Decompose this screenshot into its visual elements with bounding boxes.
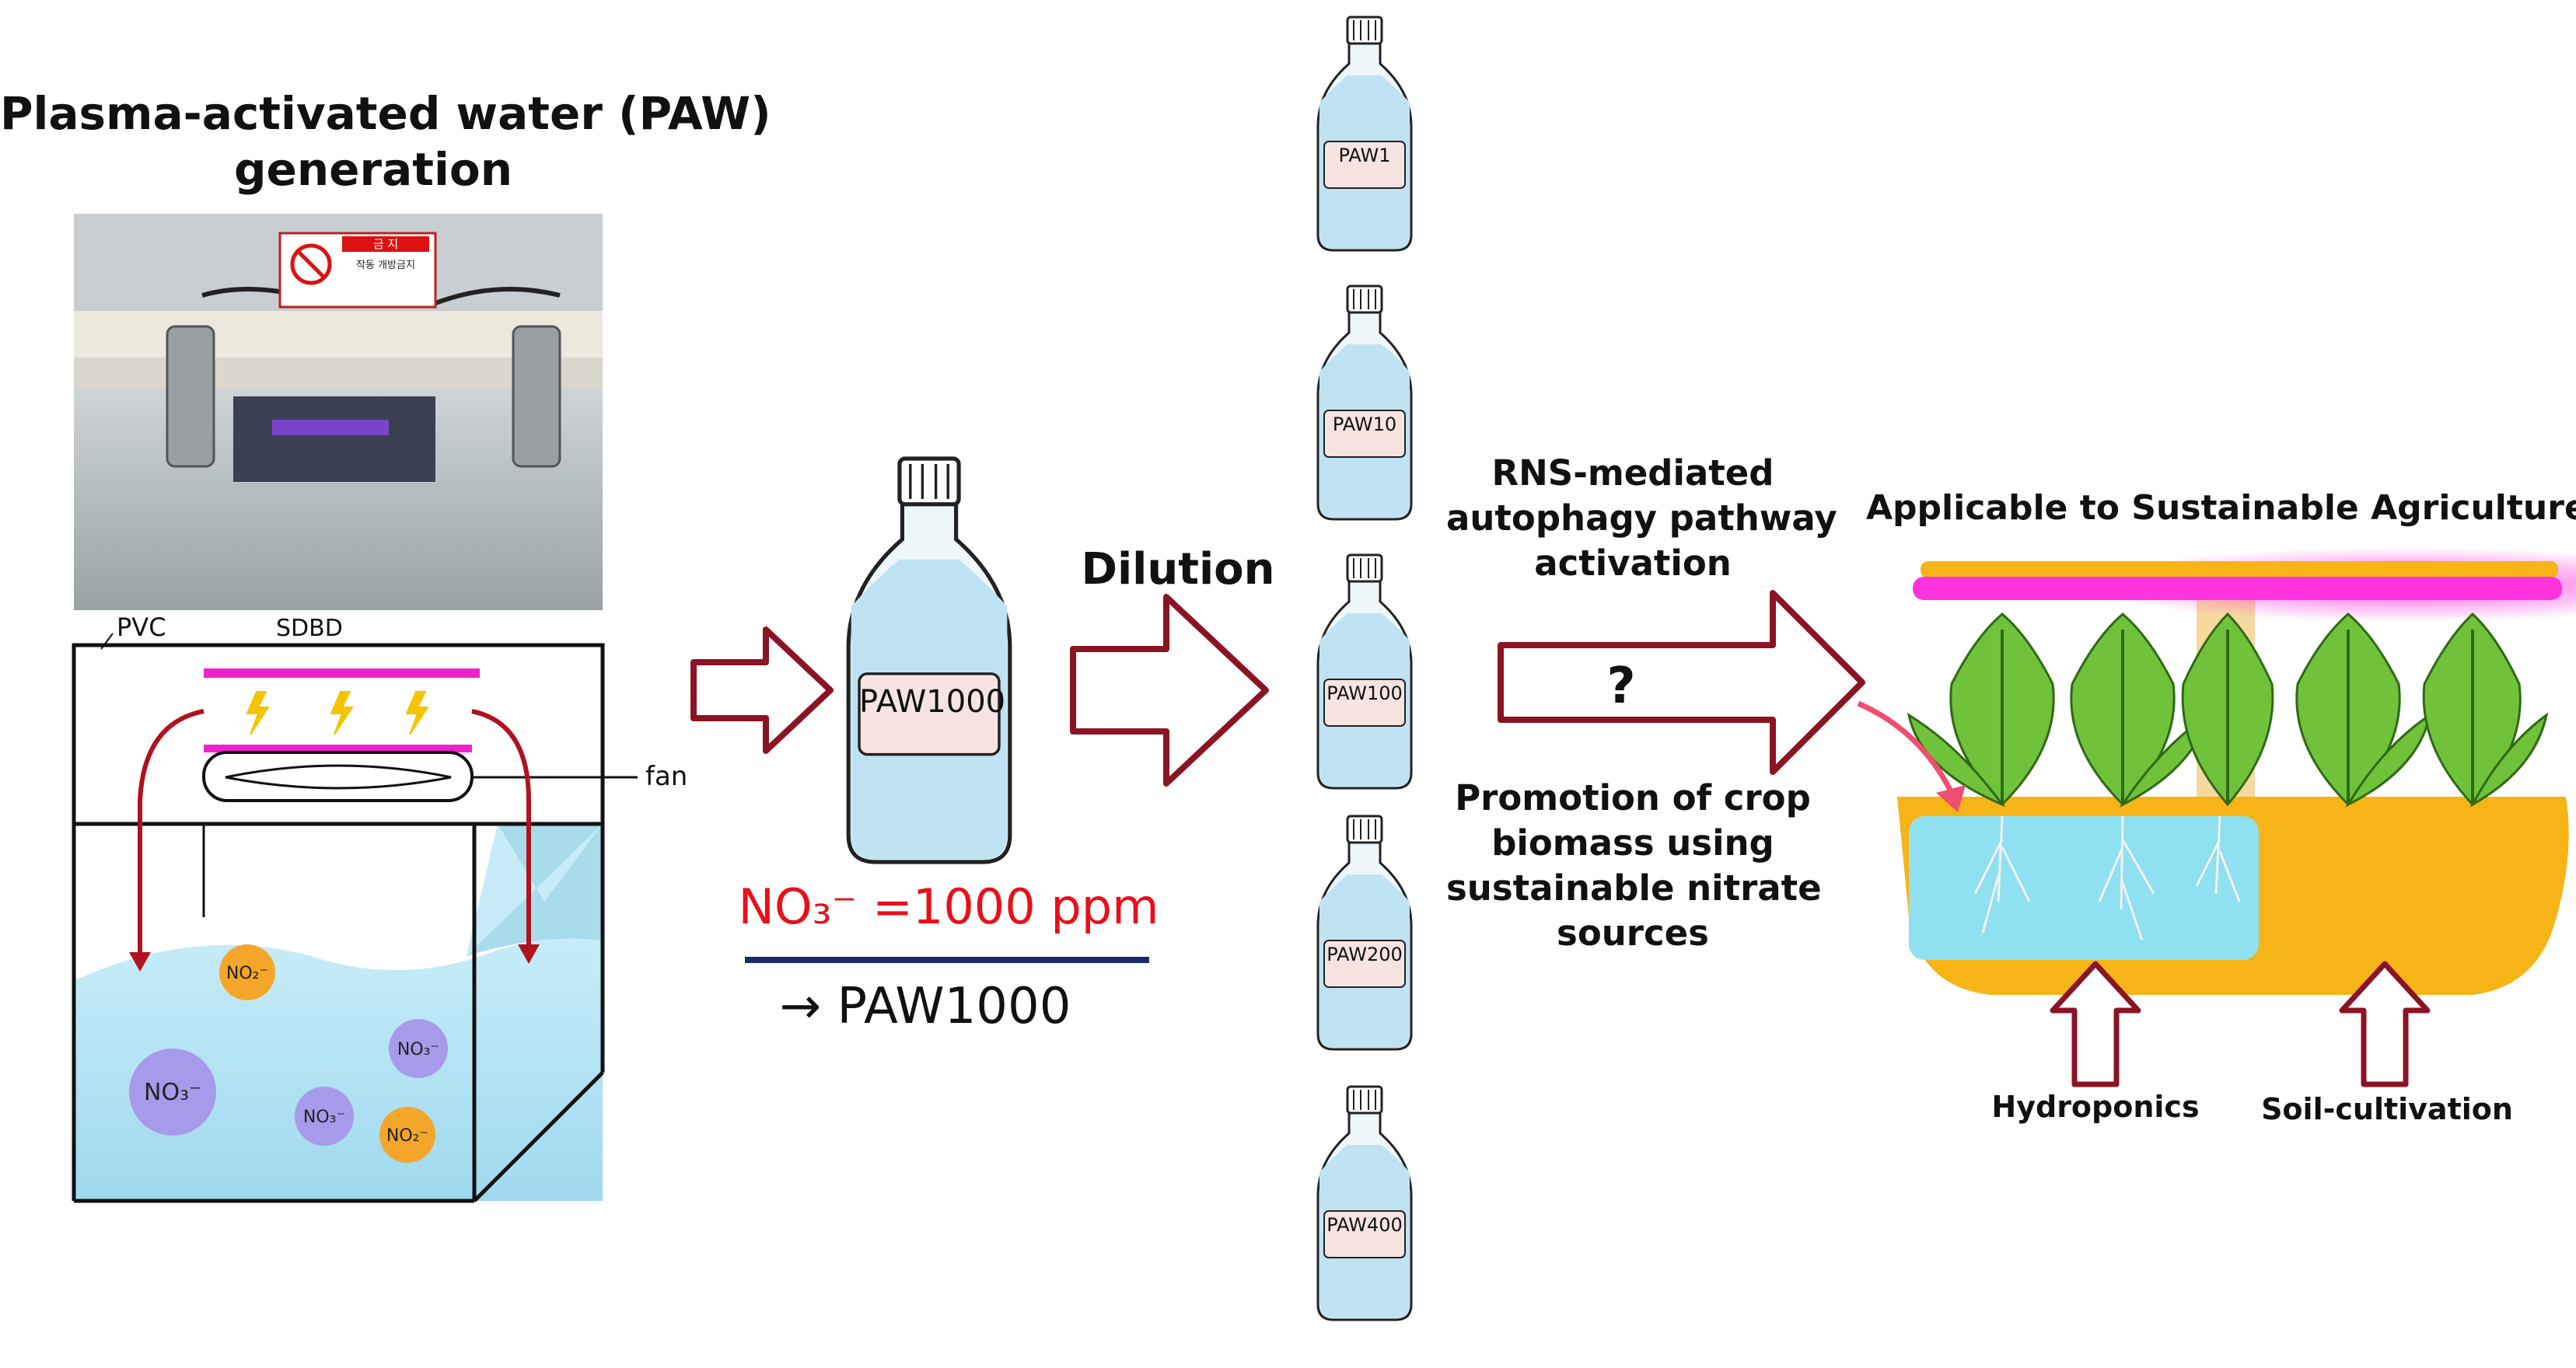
generation-title-line1: Plasma-activated water (PAW) xyxy=(0,87,771,140)
fan-icon xyxy=(202,745,638,802)
mechanism-bottom-line1: Promotion of crop xyxy=(1455,777,1811,818)
dilution-bottle-label: PAW400 xyxy=(1326,1214,1403,1236)
agriculture-title: Applicable to Sustainable Agriculture xyxy=(1866,488,2576,528)
plasma-discharge-icon xyxy=(246,691,429,735)
mechanism-top-line3: activation xyxy=(1534,543,1732,584)
pvc-pointer xyxy=(100,633,114,650)
photo-sign-text: 작동 개방금지 xyxy=(356,260,415,271)
mechanism-question-mark: ? xyxy=(1606,658,1636,715)
ion-bubble xyxy=(129,1049,216,1136)
plasma-device-photo xyxy=(74,214,603,610)
paw100-bottle-icon xyxy=(1316,553,1413,790)
photo-sign-header: 금 지 xyxy=(373,237,398,251)
ion-label: NO₂⁻ xyxy=(226,964,268,983)
rns-uptake-arrowhead xyxy=(1936,785,1966,812)
mechanism-top-line1: RNS-mediated xyxy=(1491,452,1774,494)
paw1000-bottle-label: PAW1000 xyxy=(859,684,1006,720)
airflow-arrowhead-left xyxy=(129,952,151,972)
airflow-arrows xyxy=(138,709,531,960)
ion-bubble xyxy=(379,1107,435,1163)
paw10-bottle-icon xyxy=(1316,284,1413,521)
dilution-bottle-label: PAW1 xyxy=(1338,145,1391,166)
cultivation-system-illustration xyxy=(1897,547,2576,995)
airflow-arrowhead-right xyxy=(518,944,540,964)
soil-cultivation-label: Soil-cultivation xyxy=(2261,1092,2513,1126)
mechanism-bottom-line2: biomass using xyxy=(1491,822,1774,864)
paw200-bottle-icon xyxy=(1316,815,1413,1051)
mechanism-bottom-line3: sustainable nitrate xyxy=(1446,867,1822,909)
paw1-bottle-icon xyxy=(1316,16,1413,252)
ion-bubble xyxy=(295,1087,354,1146)
mechanism-bottom-text: Promotion of crop biomass using sustaina… xyxy=(1446,776,1822,956)
dilution-bottle-label: PAW10 xyxy=(1332,414,1397,435)
hydroponics-label: Hydroponics xyxy=(1991,1090,2200,1124)
cultivation-up-arrow xyxy=(2050,961,2431,1087)
generation-title: Plasma-activated water (PAW) generation xyxy=(0,86,771,197)
mechanism-top-text: RNS-mediated autophagy pathway activatio… xyxy=(1446,451,1837,586)
paw400-bottle-icon xyxy=(1316,1085,1413,1321)
concentration-formula: NO₃⁻ =1000 ppm xyxy=(738,878,1159,935)
mechanism-bottom-line4: sources xyxy=(1557,913,1709,954)
ion-label: NO₃⁻ xyxy=(397,1040,439,1059)
rns-uptake-arrow xyxy=(1857,700,1955,794)
water-tank xyxy=(72,643,605,1203)
dilution-bottle-label: PAW100 xyxy=(1326,682,1403,704)
dilution-label: Dilution xyxy=(1081,544,1275,595)
result-label: → PAW1000 xyxy=(779,978,1071,1035)
ion-label: NO₃⁻ xyxy=(303,1108,345,1127)
sdbd-electrode xyxy=(204,668,480,678)
label-fan: fan xyxy=(645,761,687,792)
ion-label: NO₃⁻ xyxy=(144,1079,201,1106)
ion-bubble xyxy=(389,1019,448,1078)
ion-bubble xyxy=(219,944,275,1000)
paw1000-bottle-icon xyxy=(848,459,1010,862)
process-arrow xyxy=(690,590,1865,787)
dilution-bottle-label: PAW200 xyxy=(1326,944,1403,965)
label-pvc: PVC xyxy=(117,612,166,642)
label-sdbd: SDBD xyxy=(276,615,343,642)
ion-label: NO₂⁻ xyxy=(386,1126,428,1146)
generation-title-line2: generation xyxy=(234,143,512,196)
mechanism-top-line2: autophagy pathway xyxy=(1446,497,1837,539)
